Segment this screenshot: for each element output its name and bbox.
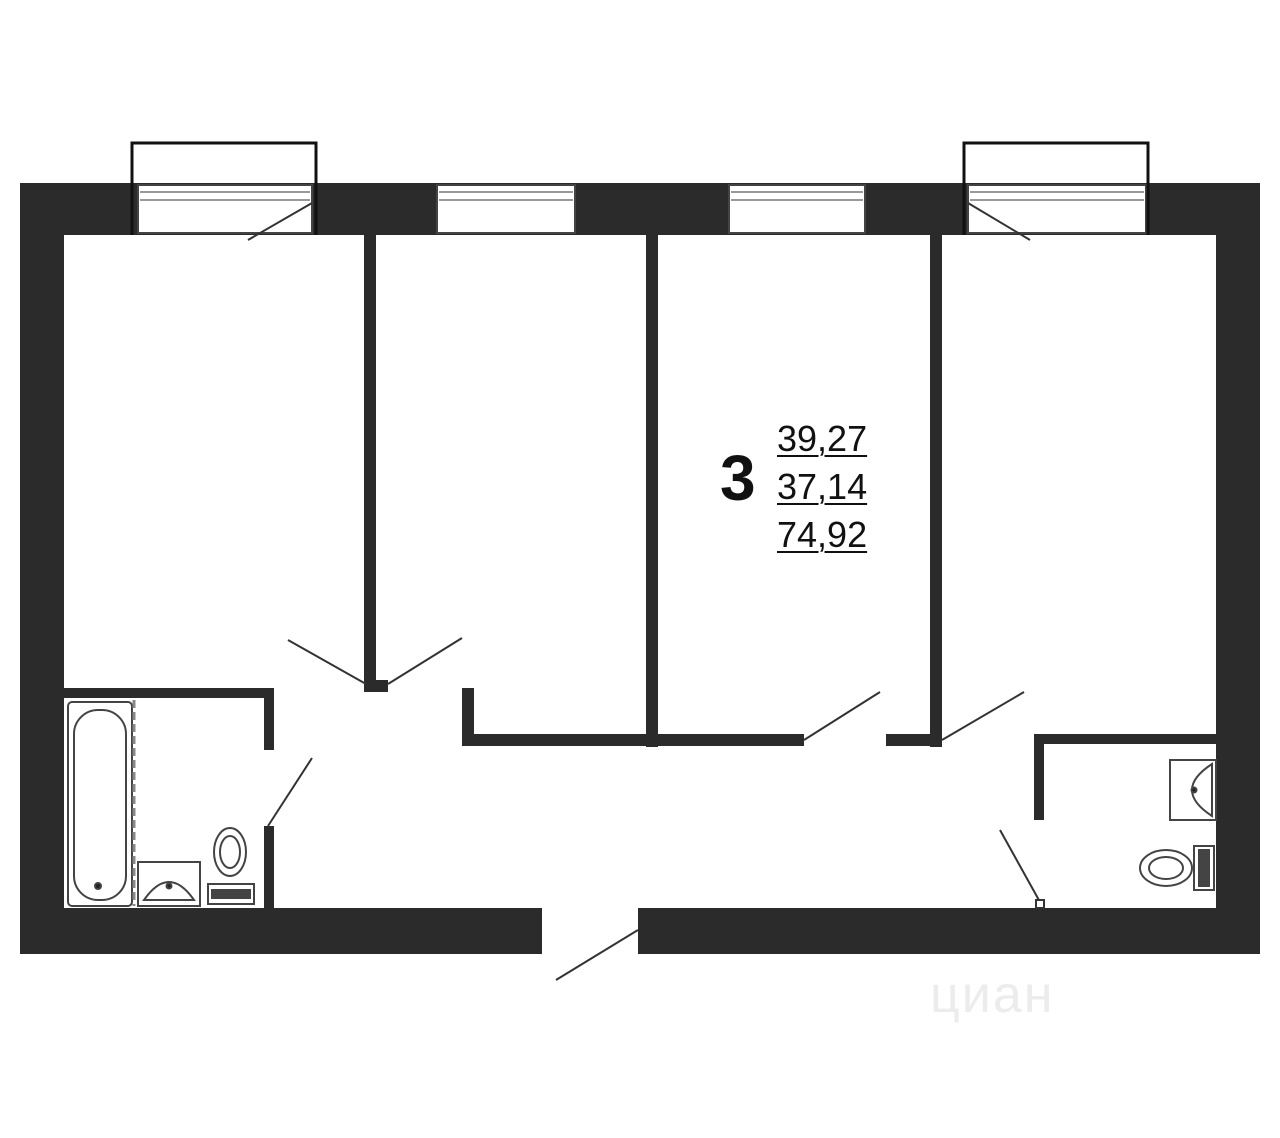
balconies — [130, 141, 1150, 235]
cian-watermark: циан — [930, 966, 1055, 1024]
rooms-count-label: 3 — [720, 442, 756, 514]
sink-left — [137, 861, 201, 907]
toilet-right — [1139, 845, 1215, 891]
balcony-door-swings — [247, 202, 1031, 241]
door-stop — [1035, 899, 1045, 909]
window-sill-lines — [140, 191, 1144, 201]
outer-walls — [20, 183, 1260, 954]
interior-walls — [64, 235, 1220, 908]
living-area-label: 39,27 — [777, 418, 868, 459]
door-swings — [267, 637, 1041, 981]
sink-right — [1169, 759, 1217, 821]
kitchen-area-label: 37,14 — [777, 466, 868, 507]
toilet-left — [207, 827, 255, 905]
bathtub — [67, 701, 133, 907]
total-area-label: 74,92 — [777, 514, 868, 555]
